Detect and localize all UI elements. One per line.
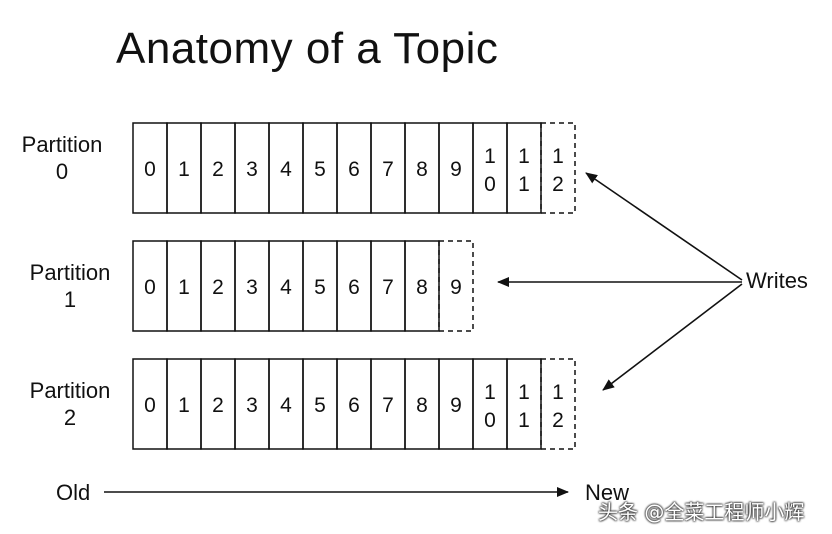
partition-2-cell-10-label-digit-0: 1 bbox=[484, 381, 496, 404]
partition-0-cell-1-label: 1 bbox=[178, 158, 190, 181]
partition-0-cell-6-label: 6 bbox=[348, 158, 360, 181]
partition-1-next-slot bbox=[438, 240, 474, 332]
partition-1-cell-3-label: 3 bbox=[246, 276, 258, 299]
partition-0-cell-3-label: 3 bbox=[246, 158, 258, 181]
watermark: 头条 @全菜工程师小辉 bbox=[598, 500, 805, 524]
partition-1-label-number: 1 bbox=[63, 287, 77, 312]
partition-0-cell-4-label: 4 bbox=[280, 158, 292, 181]
writes-label: Writes bbox=[746, 268, 808, 293]
partition-0-next-label-digit-1: 2 bbox=[552, 173, 564, 196]
partition-0-cell-10-label-digit-1: 0 bbox=[484, 173, 496, 196]
write-arrow-partition-0 bbox=[585, 172, 743, 281]
partition-1-cell-0-label: 0 bbox=[144, 276, 156, 299]
partition-2-cell-5-label: 5 bbox=[314, 394, 326, 417]
new-label: New bbox=[585, 480, 630, 505]
partition-2-cell-11-label-digit-1: 1 bbox=[518, 409, 530, 432]
partition-2-label-number: 2 bbox=[63, 405, 77, 430]
partition-2-cell-10 bbox=[472, 358, 508, 450]
partition-2-cell-7-label: 7 bbox=[382, 394, 394, 417]
diagram-title: Anatomy of a Topic bbox=[116, 24, 499, 73]
write-arrow-partition-2 bbox=[602, 283, 743, 391]
partition-1-label: Partition 1 bbox=[20, 259, 120, 313]
partition-2-next-slot bbox=[540, 358, 576, 450]
partition-2-cell-1-label: 1 bbox=[178, 394, 190, 417]
partition-1-label-name: Partition bbox=[29, 260, 111, 285]
partition-0-cell-10-label-digit-0: 1 bbox=[484, 145, 496, 168]
partition-0-cell-11 bbox=[506, 122, 542, 214]
partition-2-label-name: Partition bbox=[29, 378, 111, 403]
partition-2-cell-9-label: 9 bbox=[450, 394, 462, 417]
partition-1-cell-4-label: 4 bbox=[280, 276, 292, 299]
partition-0-cell-0-label: 0 bbox=[144, 158, 156, 181]
partition-2-cell-6-label: 6 bbox=[348, 394, 360, 417]
partition-0-cell-2-label: 2 bbox=[212, 158, 224, 181]
partition-0-cell-9-label: 9 bbox=[450, 158, 462, 181]
partition-1-cell-8-label: 8 bbox=[416, 276, 428, 299]
partition-2-cell-8-label: 8 bbox=[416, 394, 428, 417]
partition-1-cell-2-label: 2 bbox=[212, 276, 224, 299]
old-label: Old bbox=[56, 480, 91, 505]
partition-2-cell-2-label: 2 bbox=[212, 394, 224, 417]
partition-1-cell-5-label: 5 bbox=[314, 276, 326, 299]
partition-2-next-label-digit-1: 2 bbox=[552, 409, 564, 432]
partition-2-next-label-digit-0: 1 bbox=[552, 381, 564, 404]
partition-0-label: Partition 0 bbox=[12, 131, 112, 185]
partition-2-cell-11 bbox=[506, 358, 542, 450]
partition-1-cell-6-label: 6 bbox=[348, 276, 360, 299]
partition-0-next-slot bbox=[540, 122, 576, 214]
partition-2-cell-4-label: 4 bbox=[280, 394, 292, 417]
partition-0-cell-7-label: 7 bbox=[382, 158, 394, 181]
partition-2-cell-0-label: 0 bbox=[144, 394, 156, 417]
partition-0-next-label-digit-0: 1 bbox=[552, 145, 564, 168]
partition-0-cell-11-label-digit-0: 1 bbox=[518, 145, 530, 168]
partition-0-cell-8-label: 8 bbox=[416, 158, 428, 181]
partition-0-cell-10 bbox=[472, 122, 508, 214]
partition-2-cell-10-label-digit-1: 0 bbox=[484, 409, 496, 432]
partition-2-cell-3-label: 3 bbox=[246, 394, 258, 417]
partition-0-label-name: Partition bbox=[21, 132, 103, 157]
partition-0-cell-11-label-digit-1: 1 bbox=[518, 173, 530, 196]
partition-0-cell-5-label: 5 bbox=[314, 158, 326, 181]
partition-2-cell-11-label-digit-0: 1 bbox=[518, 381, 530, 404]
partition-2-label: Partition 2 bbox=[20, 377, 120, 431]
partition-0-label-number: 0 bbox=[55, 159, 69, 184]
partition-1-cell-1-label: 1 bbox=[178, 276, 190, 299]
partition-1-cell-7-label: 7 bbox=[382, 276, 394, 299]
partition-1-next-label: 9 bbox=[450, 276, 462, 299]
